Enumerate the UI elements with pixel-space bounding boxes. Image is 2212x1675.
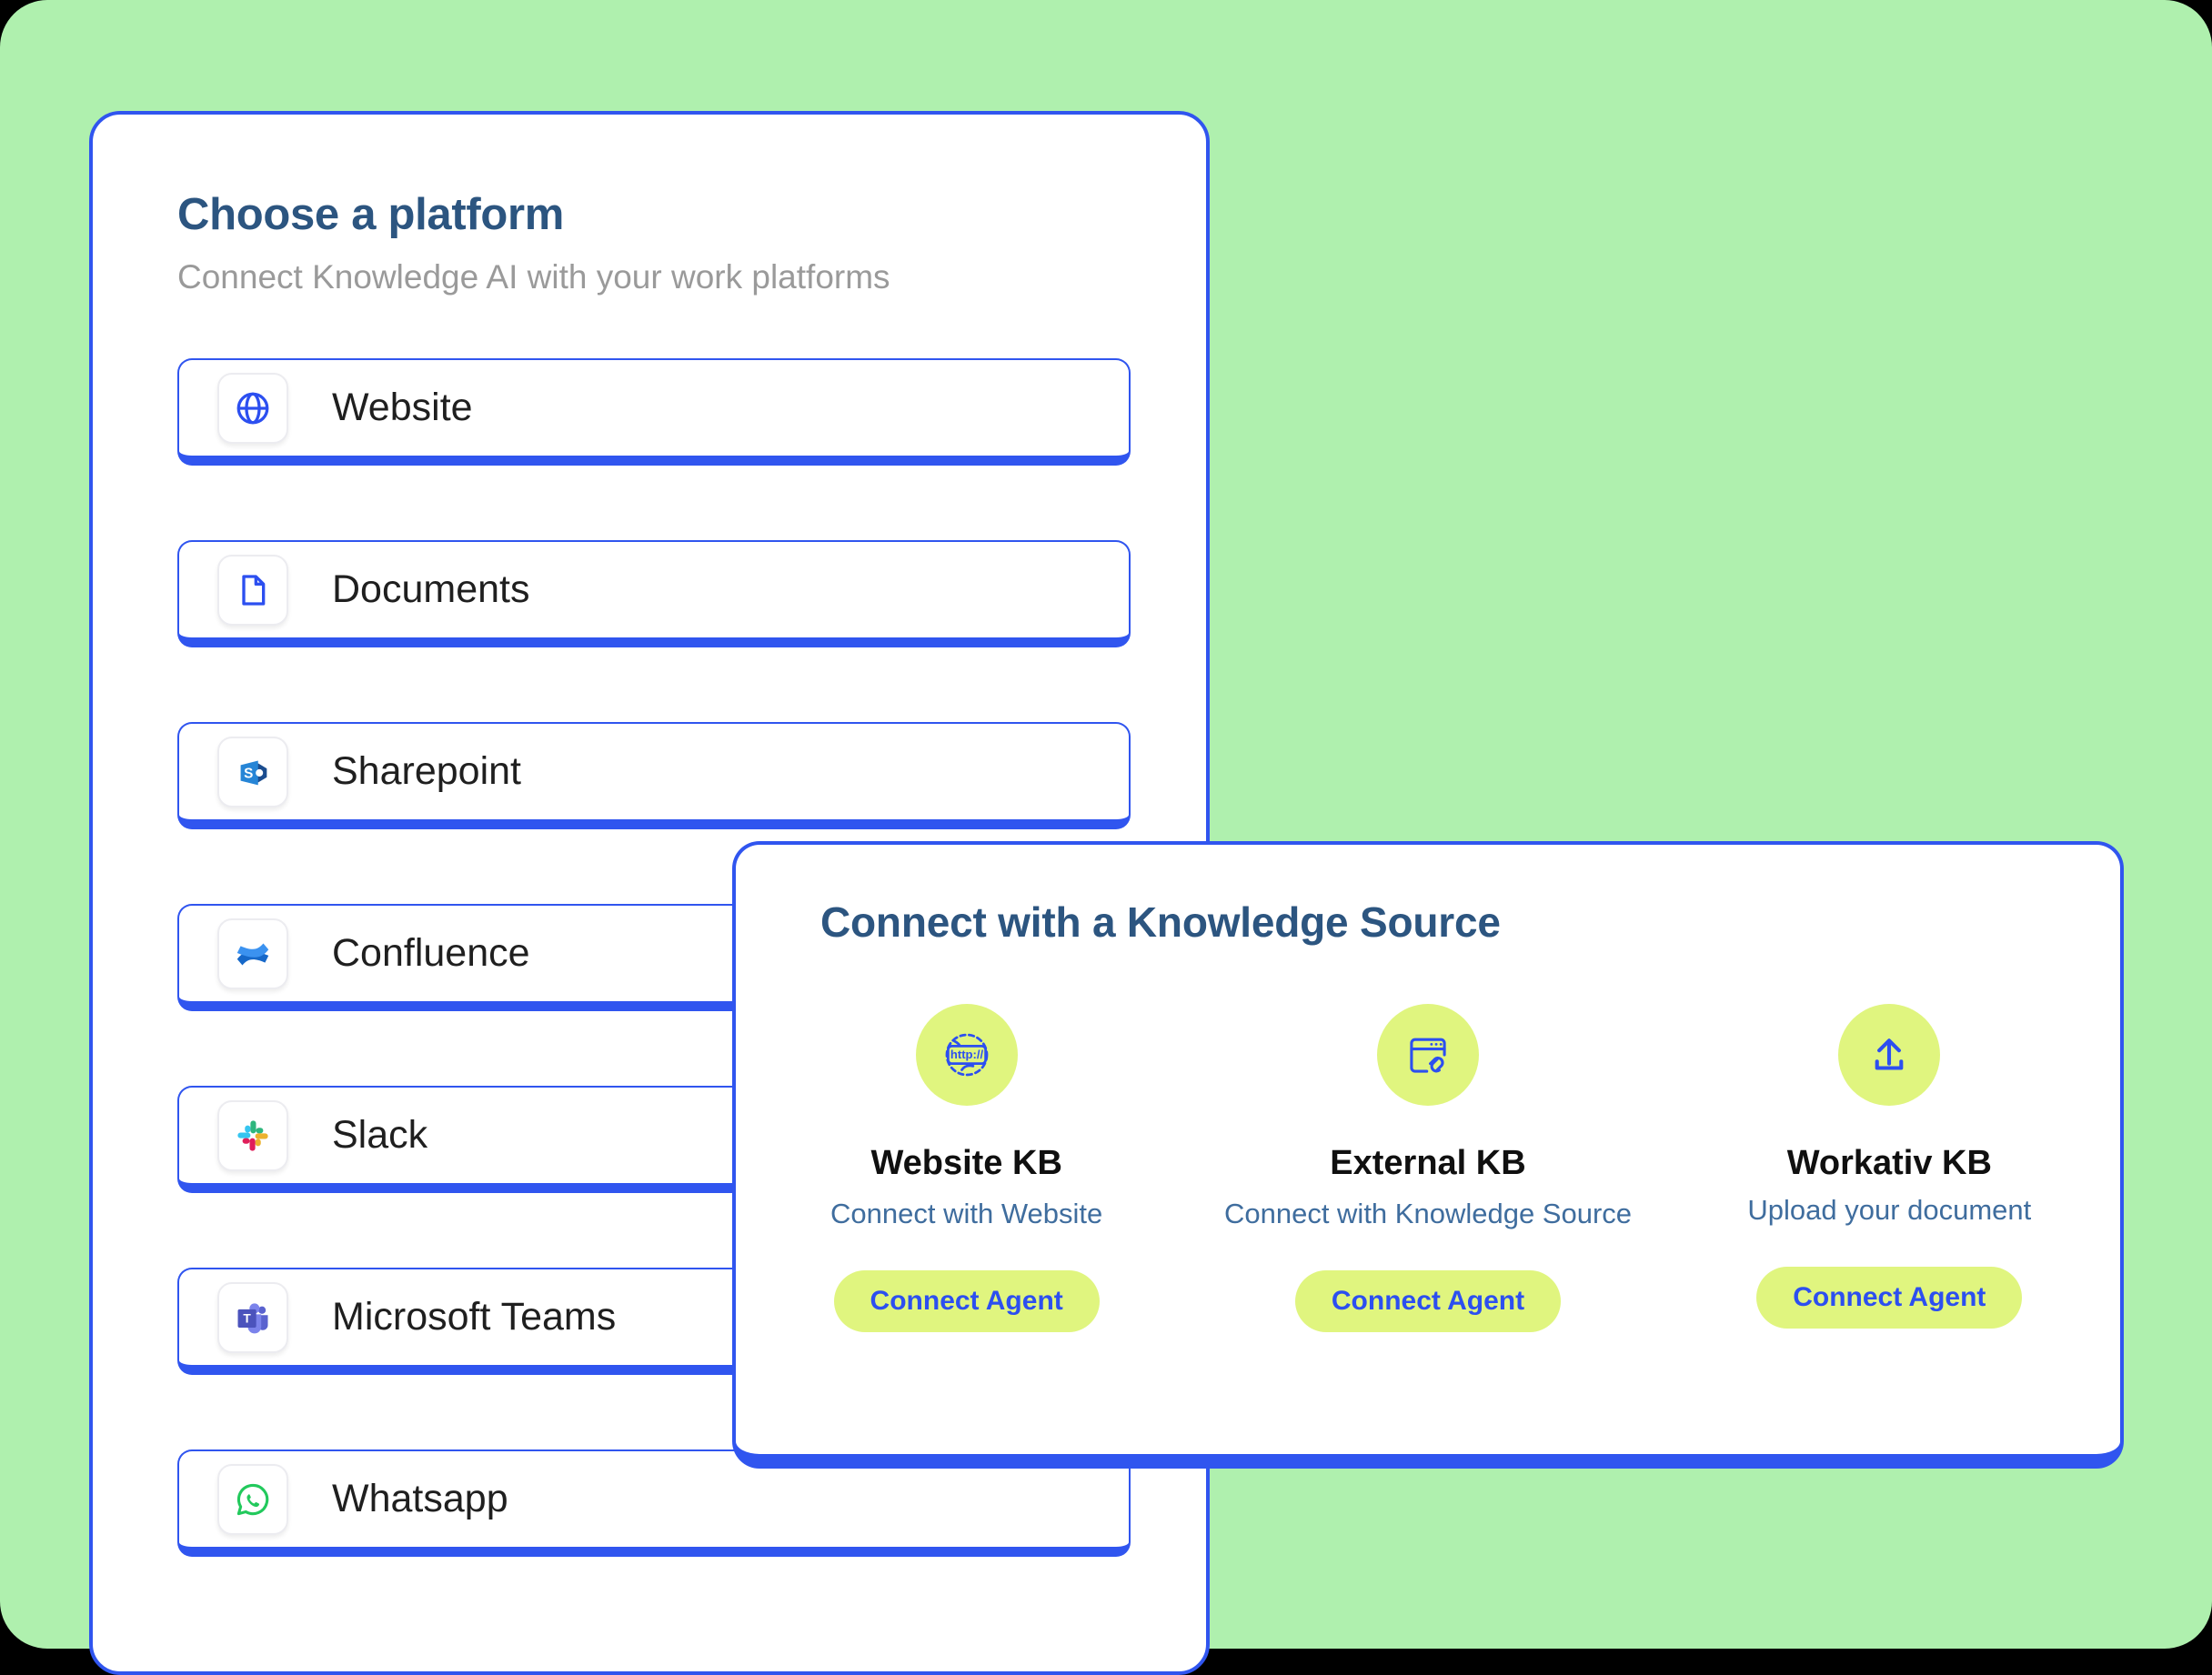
knowledge-card-subtitle: Connect with Website [830, 1198, 1103, 1229]
knowledge-source-card-list: http:// Website KB Connect with Website … [736, 1004, 2120, 1332]
document-icon [217, 554, 288, 626]
platform-list: Website Documents [177, 358, 1136, 1631]
platform-label: Whatsapp [332, 1477, 508, 1520]
sharepoint-icon: S [217, 736, 288, 807]
platform-row-documents[interactable]: Documents [177, 540, 1131, 647]
microsoft-teams-icon: T [217, 1281, 288, 1353]
slack-icon [217, 1099, 288, 1171]
connect-agent-button-external-kb[interactable]: Connect Agent [1294, 1270, 1562, 1332]
page-title: Choose a platform [177, 190, 565, 239]
confluence-icon [217, 918, 288, 989]
platform-label: Confluence [332, 931, 530, 975]
knowledge-source-panel: Connect with a Knowledge Source http:// … [732, 841, 2124, 1469]
platform-row-website[interactable]: Website [177, 358, 1131, 466]
connect-agent-button-workativ-kb[interactable]: Connect Agent [1756, 1267, 2023, 1329]
knowledge-card-subtitle: Upload your document [1747, 1194, 2032, 1226]
platform-row-sharepoint[interactable]: S Sharepoint [177, 722, 1131, 829]
browser-link-icon [1376, 1004, 1479, 1106]
upload-icon [1838, 1004, 1941, 1106]
whatsapp-icon [217, 1463, 288, 1535]
globe-icon [217, 372, 288, 444]
svg-text:http://: http:// [950, 1048, 984, 1061]
svg-text:T: T [243, 1311, 251, 1325]
connect-agent-button-website-kb[interactable]: Connect Agent [833, 1270, 1100, 1332]
platform-label: Documents [332, 567, 530, 611]
knowledge-card-subtitle: Connect with Knowledge Source [1223, 1198, 1633, 1229]
knowledge-card-title: Workativ KB [1786, 1144, 1992, 1182]
platform-label: Slack [332, 1113, 428, 1157]
platform-label: Sharepoint [332, 749, 521, 793]
platform-label: Microsoft Teams [332, 1295, 617, 1339]
page-subtitle: Connect Knowledge AI with your work plat… [177, 258, 890, 296]
platform-label: Website [332, 386, 473, 429]
svg-text:S: S [244, 766, 253, 781]
http-globe-icon: http:// [915, 1004, 1018, 1106]
knowledge-card-title: External KB [1330, 1144, 1526, 1182]
knowledge-panel-title: Connect with a Knowledge Source [820, 898, 1501, 946]
knowledge-card-workativ-kb: Workativ KB Upload your document Connect… [1659, 1004, 2120, 1332]
knowledge-card-title: Website KB [870, 1144, 1062, 1182]
knowledge-card-website-kb: http:// Website KB Connect with Website … [736, 1004, 1197, 1332]
knowledge-card-external-kb: External KB Connect with Knowledge Sourc… [1197, 1004, 1658, 1332]
